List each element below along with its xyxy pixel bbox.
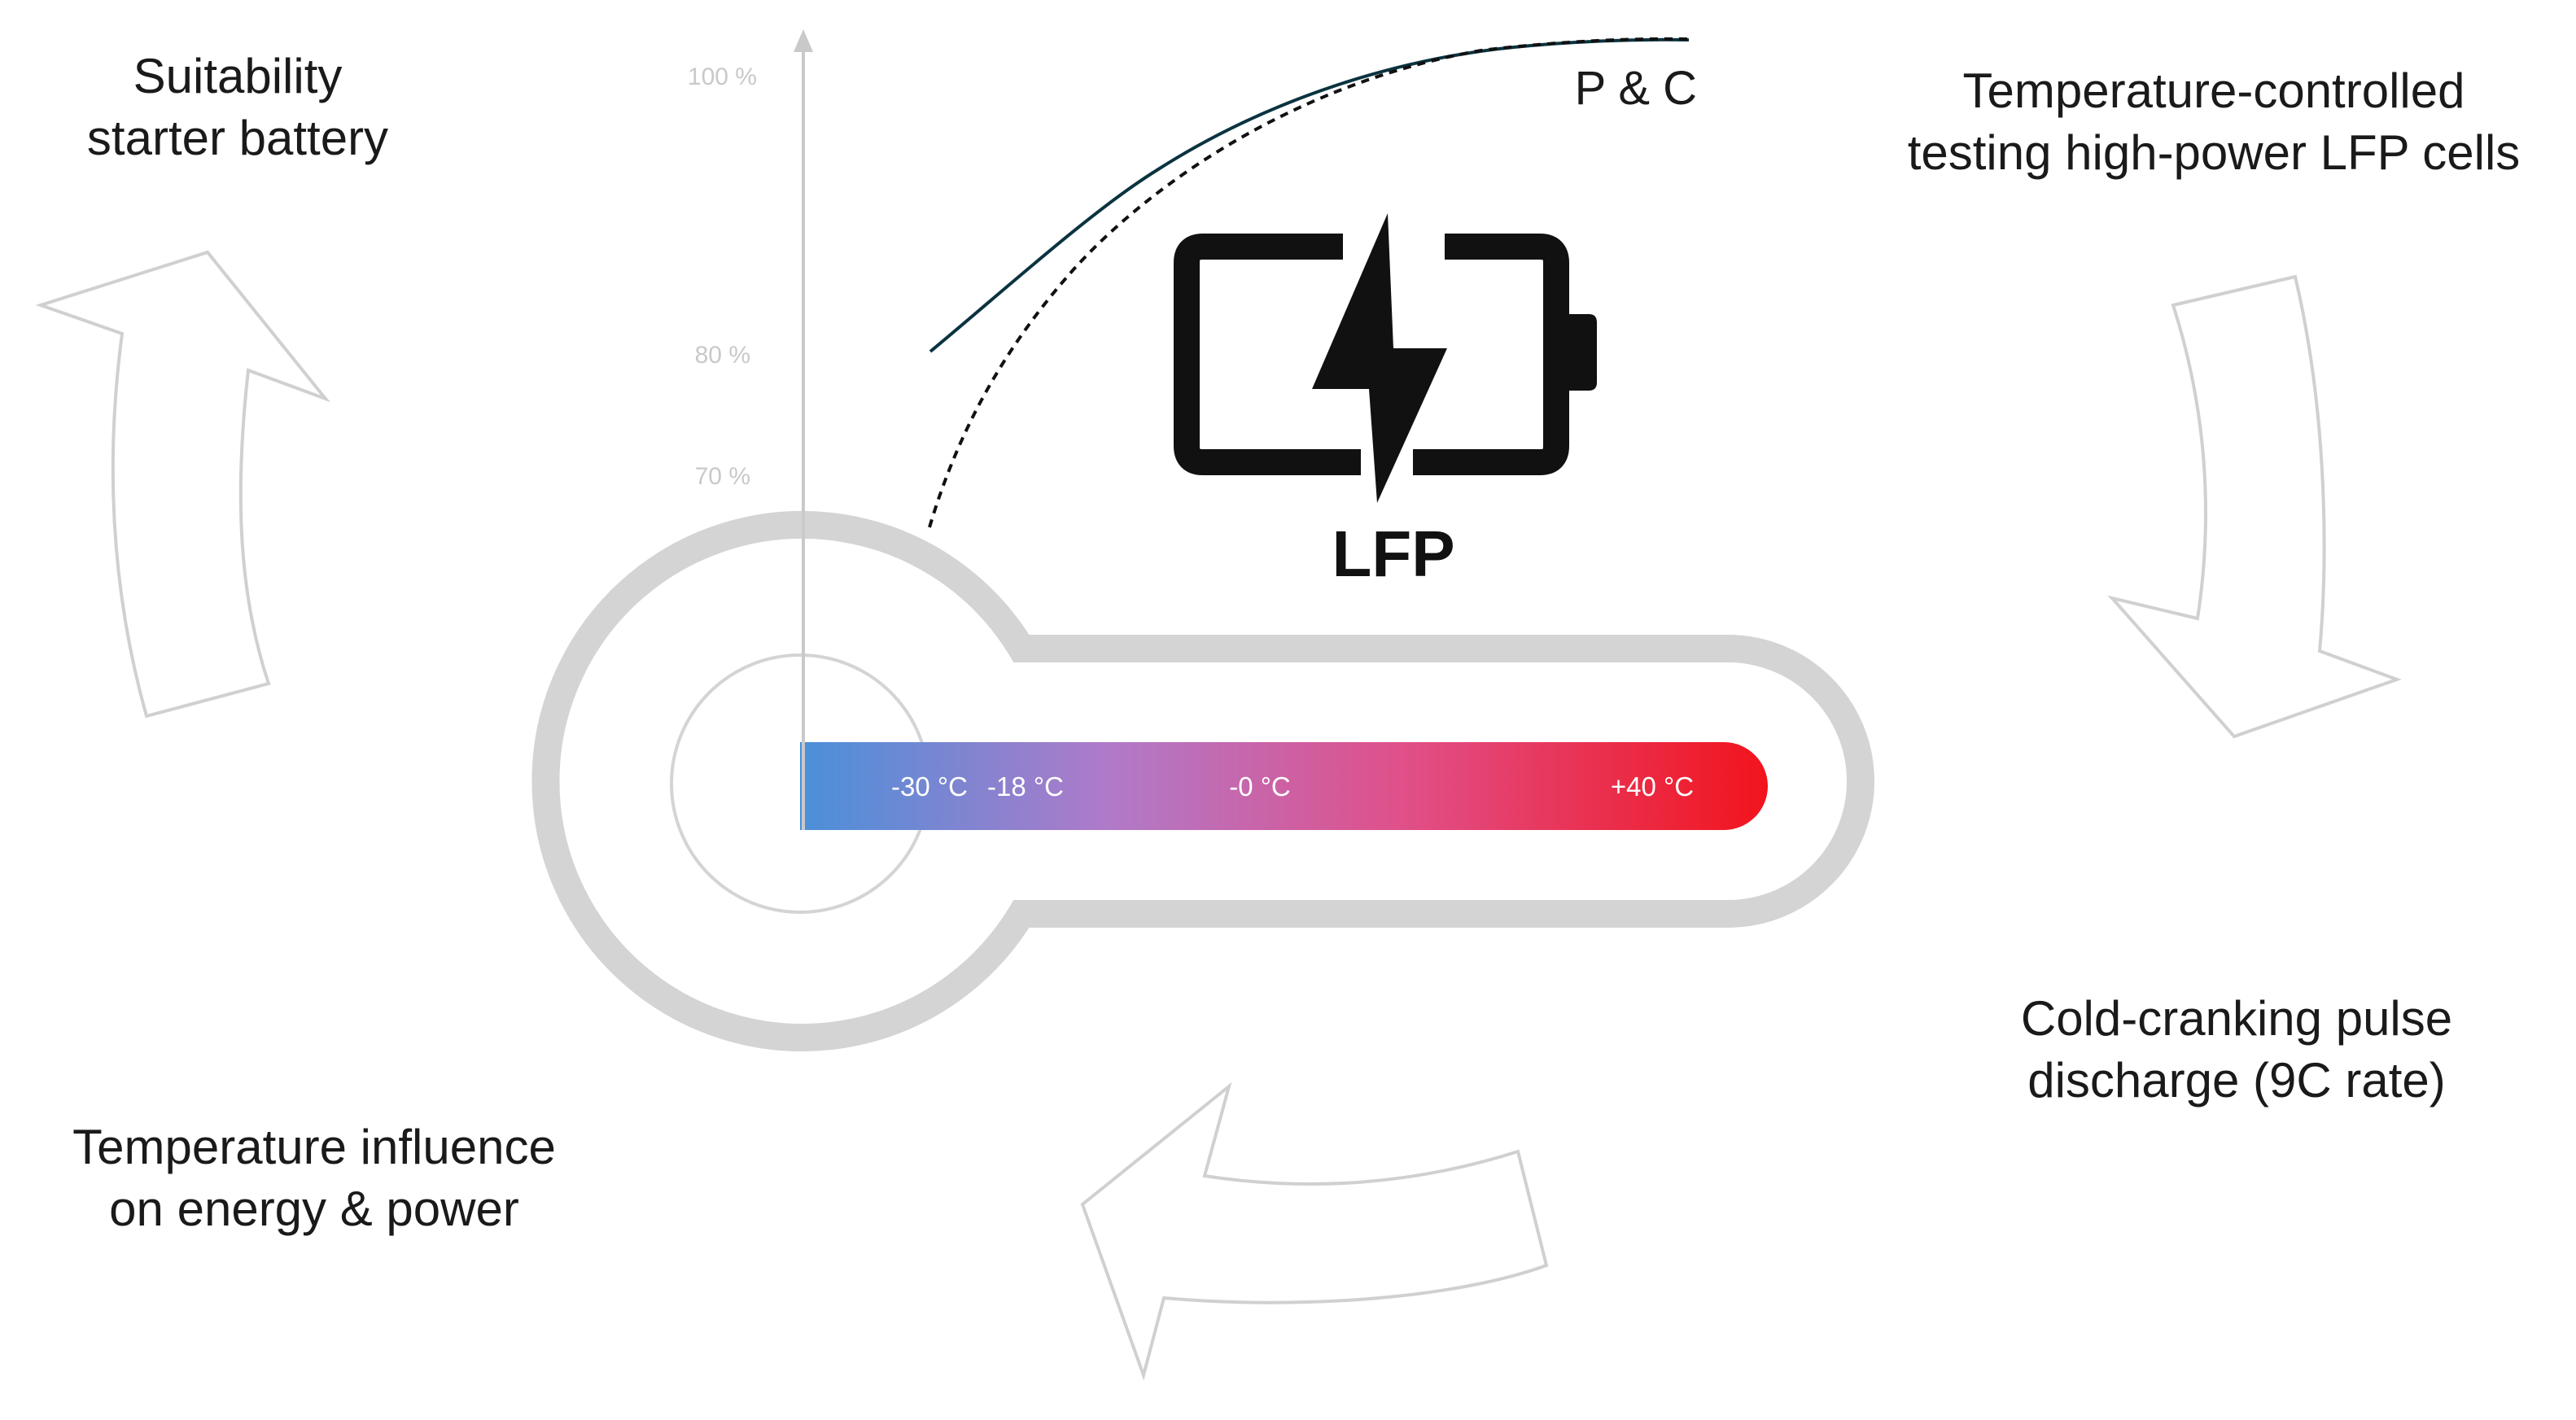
step-influence-line1: Temperature influence (72, 1120, 556, 1174)
axis-label-100: 100 % (688, 63, 757, 90)
temp-label-zero: -0 °C (1229, 771, 1291, 802)
axis-label-80: 80 % (695, 342, 750, 369)
temp-label-minus18: -18 °C (987, 771, 1064, 802)
battery-label: LFP (1332, 518, 1454, 590)
cycle-arrow-upper-left-icon (35, 250, 331, 719)
step-testing-line1: Temperature-controlled (1963, 63, 2465, 118)
step-testing-line2: testing high-power LFP cells (1908, 125, 2521, 180)
temp-label-plus40: +40 °C (1611, 771, 1694, 802)
axis-label-70: 70 % (695, 463, 750, 490)
axis-arrowhead (794, 29, 813, 52)
curve-label: P & C (1575, 62, 1697, 115)
battery-charging-icon (1174, 213, 1597, 503)
step-influence-line2: on energy & power (109, 1182, 519, 1236)
temp-label-minus30: -30 °C (891, 771, 968, 802)
cycle-arrow-right-icon (2107, 274, 2402, 739)
temperature-gradient-bar (800, 742, 1768, 830)
cycle-arrow-bottom-icon (1080, 1081, 1549, 1381)
step-discharge-line1: Cold-cranking pulse (2021, 991, 2452, 1046)
thermometer-outline (531, 511, 1874, 1051)
step-discharge-line2: discharge (9C rate) (2027, 1053, 2446, 1108)
step-suitability-line1: Suitability (133, 49, 343, 103)
performance-curve-dashed (928, 37, 1690, 528)
step-suitability-line2: starter battery (87, 111, 388, 165)
